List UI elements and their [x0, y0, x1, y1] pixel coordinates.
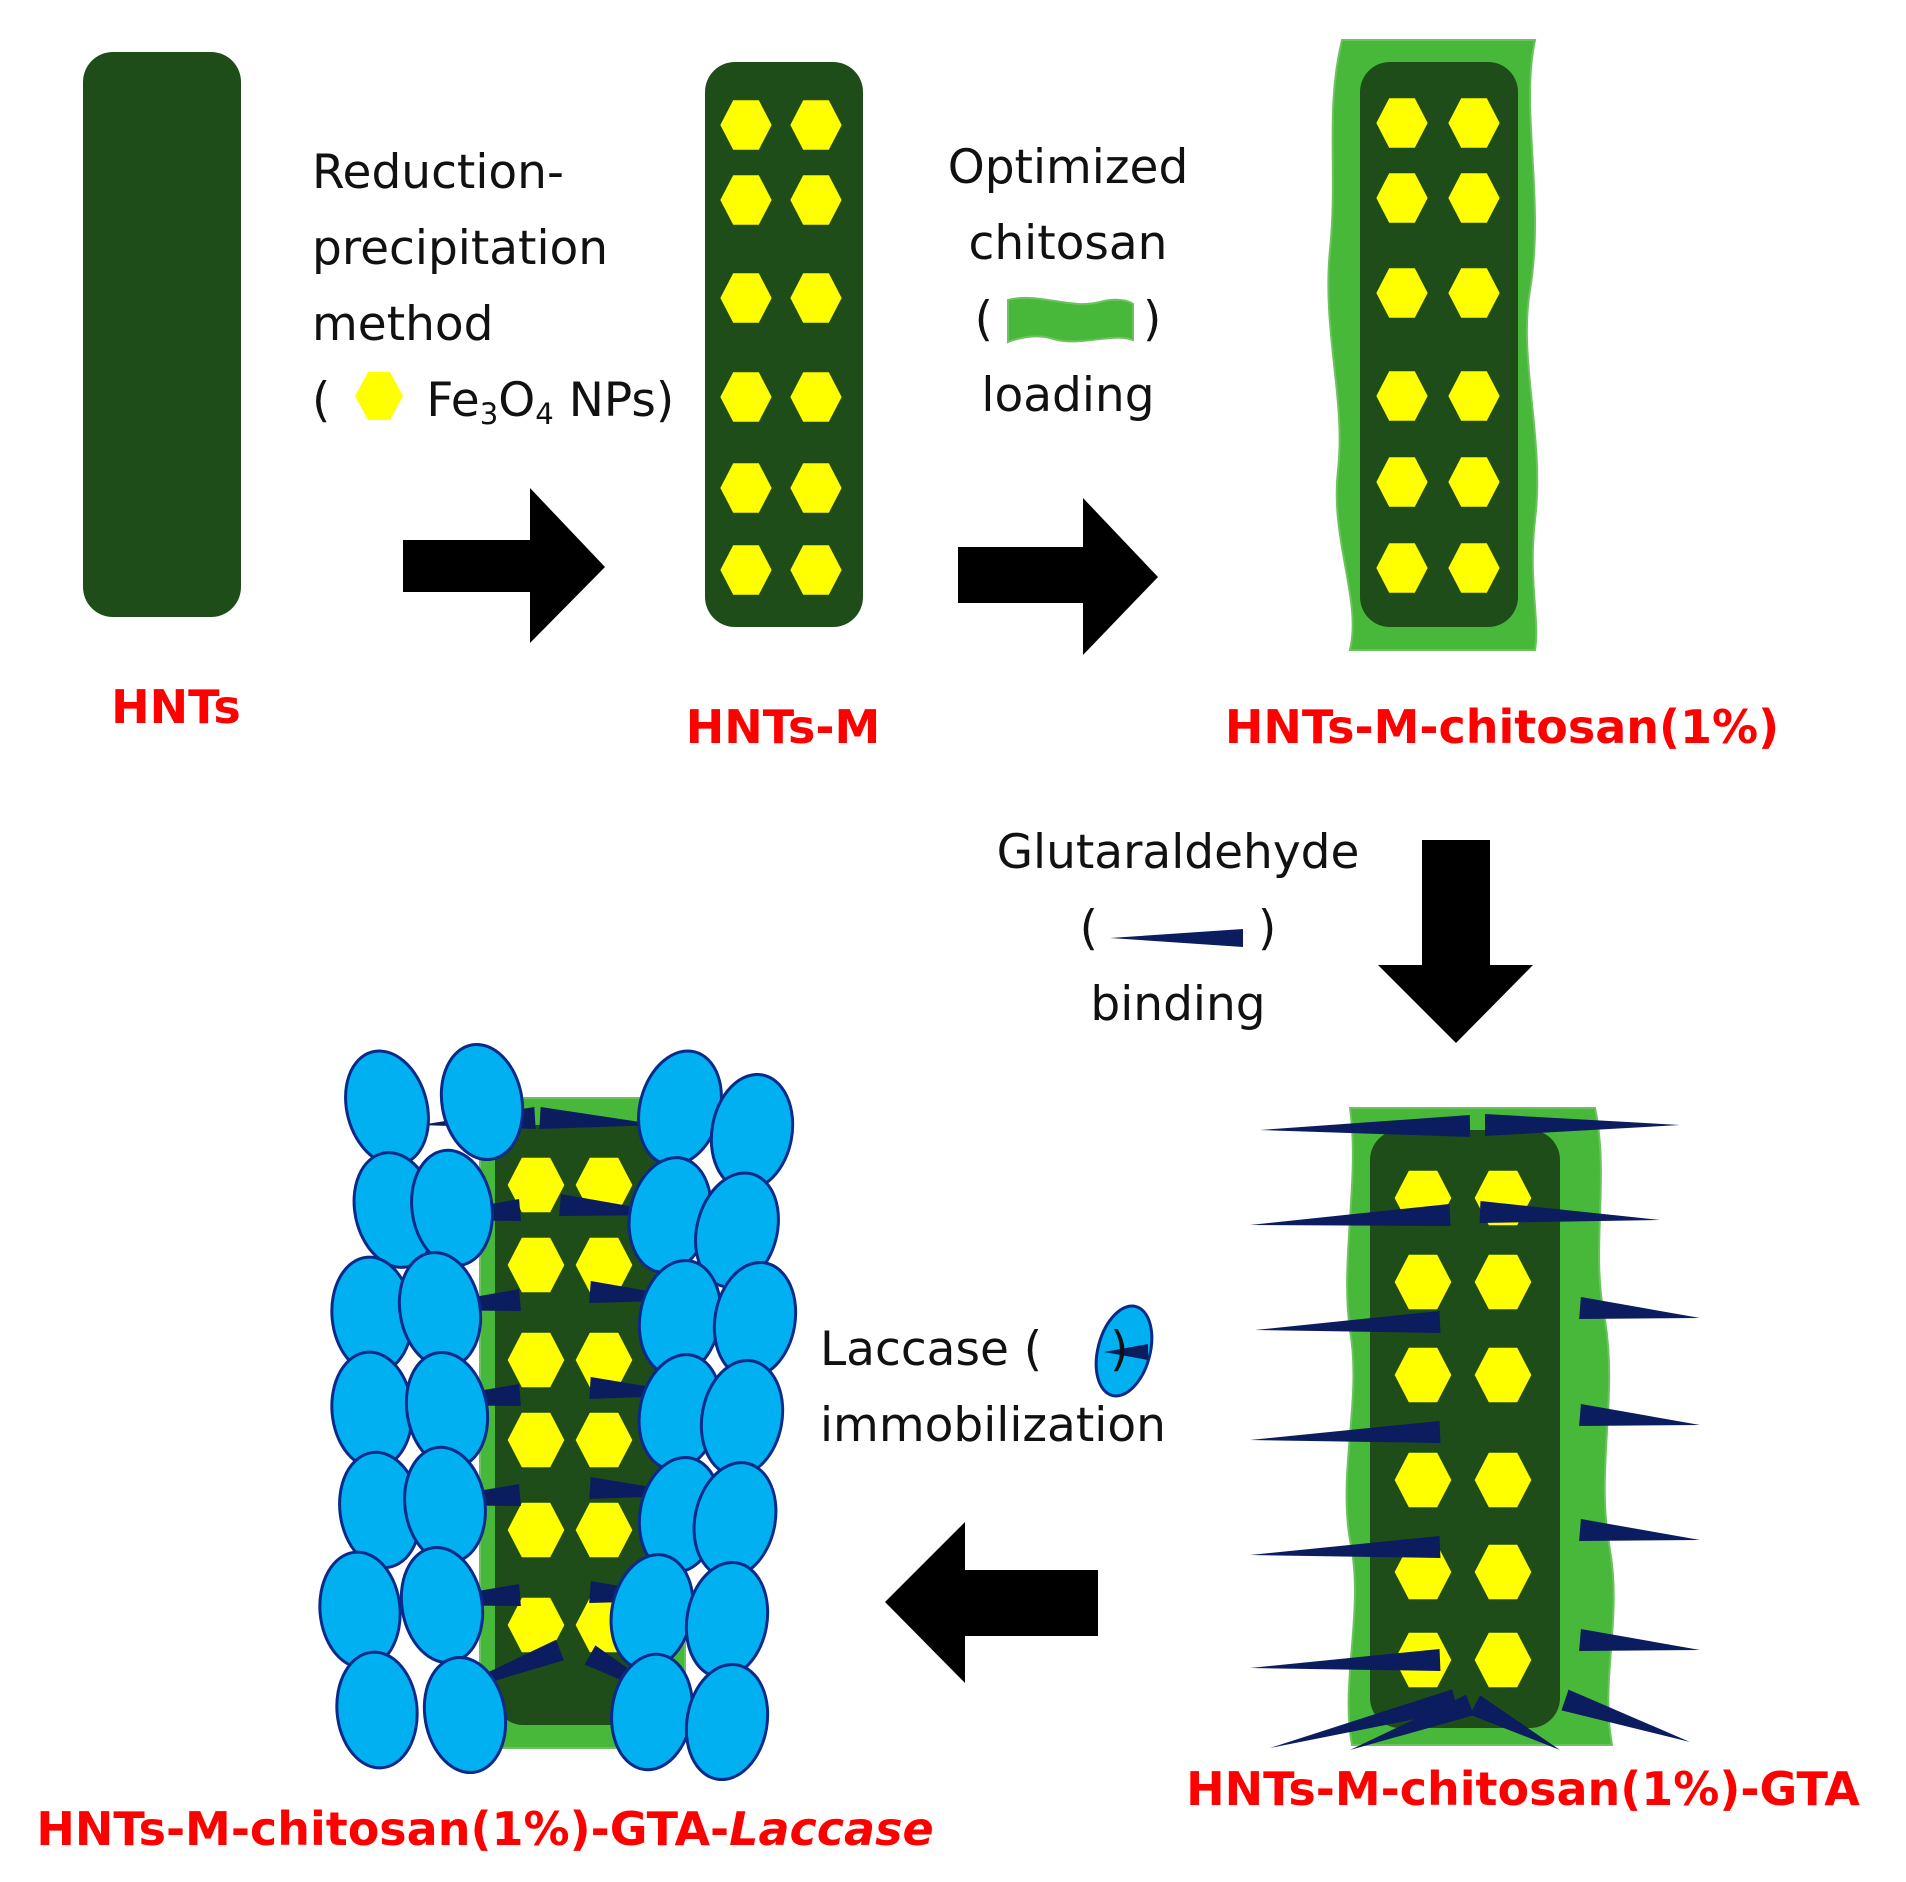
- glutaraldehyde-linker: [1250, 1536, 1441, 1558]
- glutaraldehyde-linker: [1579, 1297, 1700, 1319]
- laccase-icon: [1094, 1304, 1154, 1398]
- step-reduction-text: Reduction- precipitation method (Fe3O4 N…: [312, 145, 675, 432]
- arrow-down: [1378, 840, 1533, 1043]
- label-hnts-m: HNTs-M: [685, 700, 881, 754]
- glutaraldehyde-linker: [539, 1107, 660, 1129]
- step-chitosan-text: Optimized chitosan () loading: [947, 140, 1189, 423]
- laccase-enzyme: [684, 1662, 770, 1782]
- laccase-enzyme: [439, 1042, 525, 1162]
- glutaraldehyde-linker: [1561, 1689, 1690, 1742]
- glutaraldehyde-linker: [1250, 1421, 1441, 1443]
- label-hnts-m-chitosan-gta: HNTs-M-chitosan(1%)-GTA: [1186, 1762, 1860, 1816]
- label-hnts-m-chitosan: HNTs-M-chitosan(1%): [1224, 700, 1780, 754]
- hnts-tube: [83, 52, 241, 617]
- glutaraldehyde-linker: [1579, 1629, 1700, 1651]
- hnts-m-tube: [705, 62, 863, 627]
- hnts-m-chitosan-core: [1360, 62, 1518, 627]
- arrow-left: [885, 1522, 1098, 1683]
- glutaraldehyde-linker: [1350, 1694, 1474, 1750]
- glutaraldehyde-linker: [1579, 1404, 1700, 1426]
- glutaraldehyde-linkers: [1250, 1114, 1700, 1750]
- laccase-enzyme: [335, 1650, 419, 1770]
- laccase-enzyme: [399, 1545, 485, 1665]
- glutaraldehyde-linker: [1255, 1311, 1441, 1333]
- fe3o4-nanoparticle-icon: [355, 372, 403, 420]
- arrow-right-2: [958, 498, 1158, 655]
- glutaraldehyde-linker: [1485, 1114, 1680, 1136]
- glutaraldehyde-linker: [1579, 1519, 1700, 1541]
- laccase-enzymes: [318, 1042, 798, 1782]
- step-laccase-text: Laccase () immobilization: [820, 1322, 1166, 1453]
- label-hnts: HNTs: [111, 680, 241, 734]
- step-gta-text: Glutaraldehyde () binding: [996, 825, 1360, 1032]
- glutaraldehyde-linker: [1270, 1689, 1458, 1748]
- arrow-right-1: [403, 488, 605, 643]
- chitosan-icon: [1007, 296, 1134, 344]
- glutaraldehyde-linker: [1250, 1204, 1451, 1226]
- laccase-enzyme: [422, 1655, 508, 1775]
- laccase-enzyme: [694, 1171, 780, 1289]
- glutaraldehyde-linker: [1479, 1201, 1660, 1223]
- glutaraldehyde-linker: [1250, 1649, 1441, 1671]
- glutaraldehyde-linker: [1469, 1695, 1560, 1750]
- glutaraldehyde-icon: [1110, 929, 1243, 947]
- glutaraldehyde-linker: [1260, 1115, 1471, 1137]
- label-hnts-m-chitosan-gta-laccase: HNTs-M-chitosan(1%)-GTA-Laccase: [36, 1802, 934, 1856]
